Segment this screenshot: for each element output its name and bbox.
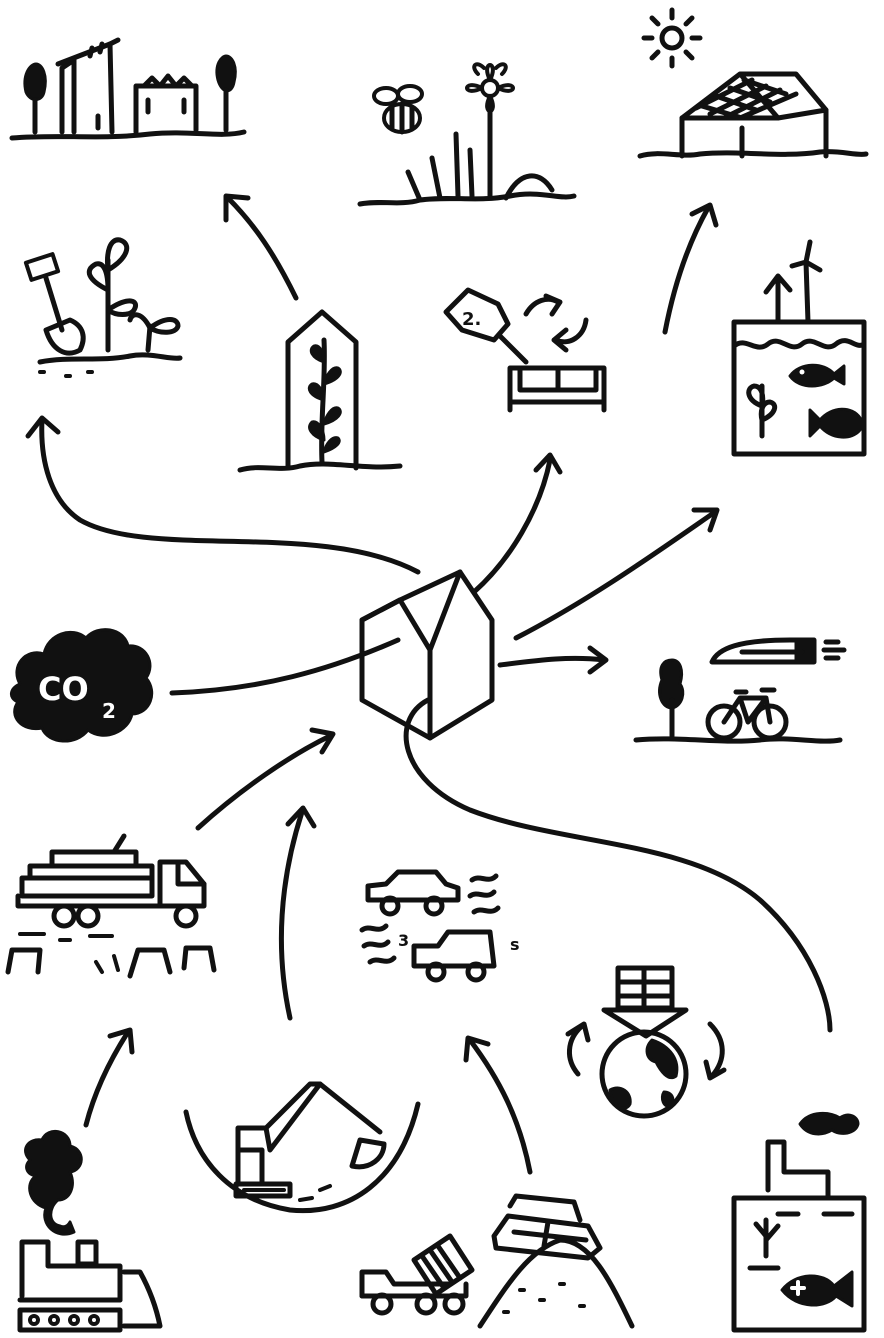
- planting-shovel-icon: [23, 237, 183, 378]
- price-tag-label: 2.: [462, 309, 481, 330]
- landfill-dump-truck-icon: [359, 1193, 635, 1329]
- excavator-pit-icon: [183, 1081, 421, 1214]
- arrow-garden-to-city: [225, 195, 299, 301]
- solar-house-icon: [637, 7, 869, 159]
- arrow-house-to-reuse: [471, 457, 553, 595]
- co2-cloud-icon: CO 2: [10, 628, 154, 743]
- arrow-factory-to-timber: [83, 1029, 131, 1128]
- arrow-house-to-mobility: [497, 655, 607, 668]
- co2-subscript: 2: [102, 699, 116, 723]
- arrow-landfill-to-transport: [467, 1037, 533, 1175]
- car-van-transport-icon: 3 s: [359, 869, 520, 983]
- arrow-aquaponics-to-solar: [662, 205, 711, 335]
- train-bike-icon: [633, 637, 847, 744]
- polluting-factory-icon: [731, 1112, 867, 1333]
- smoking-bulldozer-icon: [17, 1130, 163, 1333]
- arrow-timber-to-house: [195, 732, 335, 831]
- bee-flower-icon: [357, 62, 577, 207]
- reuse-furniture-icon: 2.: [443, 287, 607, 413]
- aquaponics-tank-icon: [731, 239, 867, 457]
- co2-label: CO: [38, 670, 89, 708]
- green-city-icon: [9, 37, 247, 141]
- van-speed-mark: s: [510, 935, 520, 954]
- central-house-icon: [359, 569, 495, 741]
- arrow-house-to-aquaponics: [513, 509, 718, 641]
- arrow-excavation-to-house: [278, 809, 305, 1021]
- truck-speed-mark: 3: [398, 931, 409, 950]
- arrow-house-to-globe: [403, 697, 833, 1033]
- arrow-co2-to-house: [169, 637, 401, 696]
- timber-truck-icon: [5, 833, 217, 979]
- globe-shipping-icon: [565, 965, 727, 1119]
- arrow-house-to-planting: [39, 417, 421, 575]
- vertical-garden-icon: [237, 309, 403, 473]
